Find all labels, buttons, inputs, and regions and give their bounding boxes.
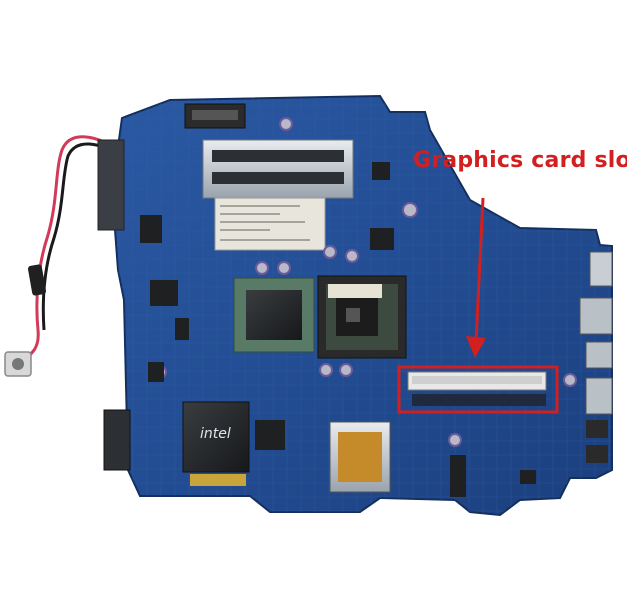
dc-jack-icon <box>4 351 32 377</box>
northbridge-chip <box>233 277 315 353</box>
annotation-arrow-icon <box>466 197 486 358</box>
small-ics <box>140 162 536 497</box>
usb-port-icon-2 <box>585 341 613 369</box>
audio-jack-icon-2 <box>586 445 608 463</box>
right-io-ports <box>579 251 613 463</box>
power-cable <box>4 135 125 377</box>
ethernet-port-icon <box>585 377 613 415</box>
audio-jack-icon <box>586 420 608 438</box>
usb-port-icon <box>579 297 613 335</box>
ram-slots <box>202 139 354 251</box>
vga-port-icon <box>589 251 613 287</box>
gold-contacts <box>190 474 246 486</box>
intel-southbridge-chip <box>182 401 250 486</box>
intel-logo-text: intel <box>200 426 231 442</box>
sata-connector <box>103 409 131 471</box>
graphics-card-slot-connector <box>407 371 547 406</box>
card-reader <box>329 421 391 493</box>
annotation-label: Graphics card slot <box>413 148 627 173</box>
board-label-sticker <box>214 197 326 251</box>
slot-highlight-box <box>397 365 559 414</box>
cpu-socket <box>317 275 407 359</box>
